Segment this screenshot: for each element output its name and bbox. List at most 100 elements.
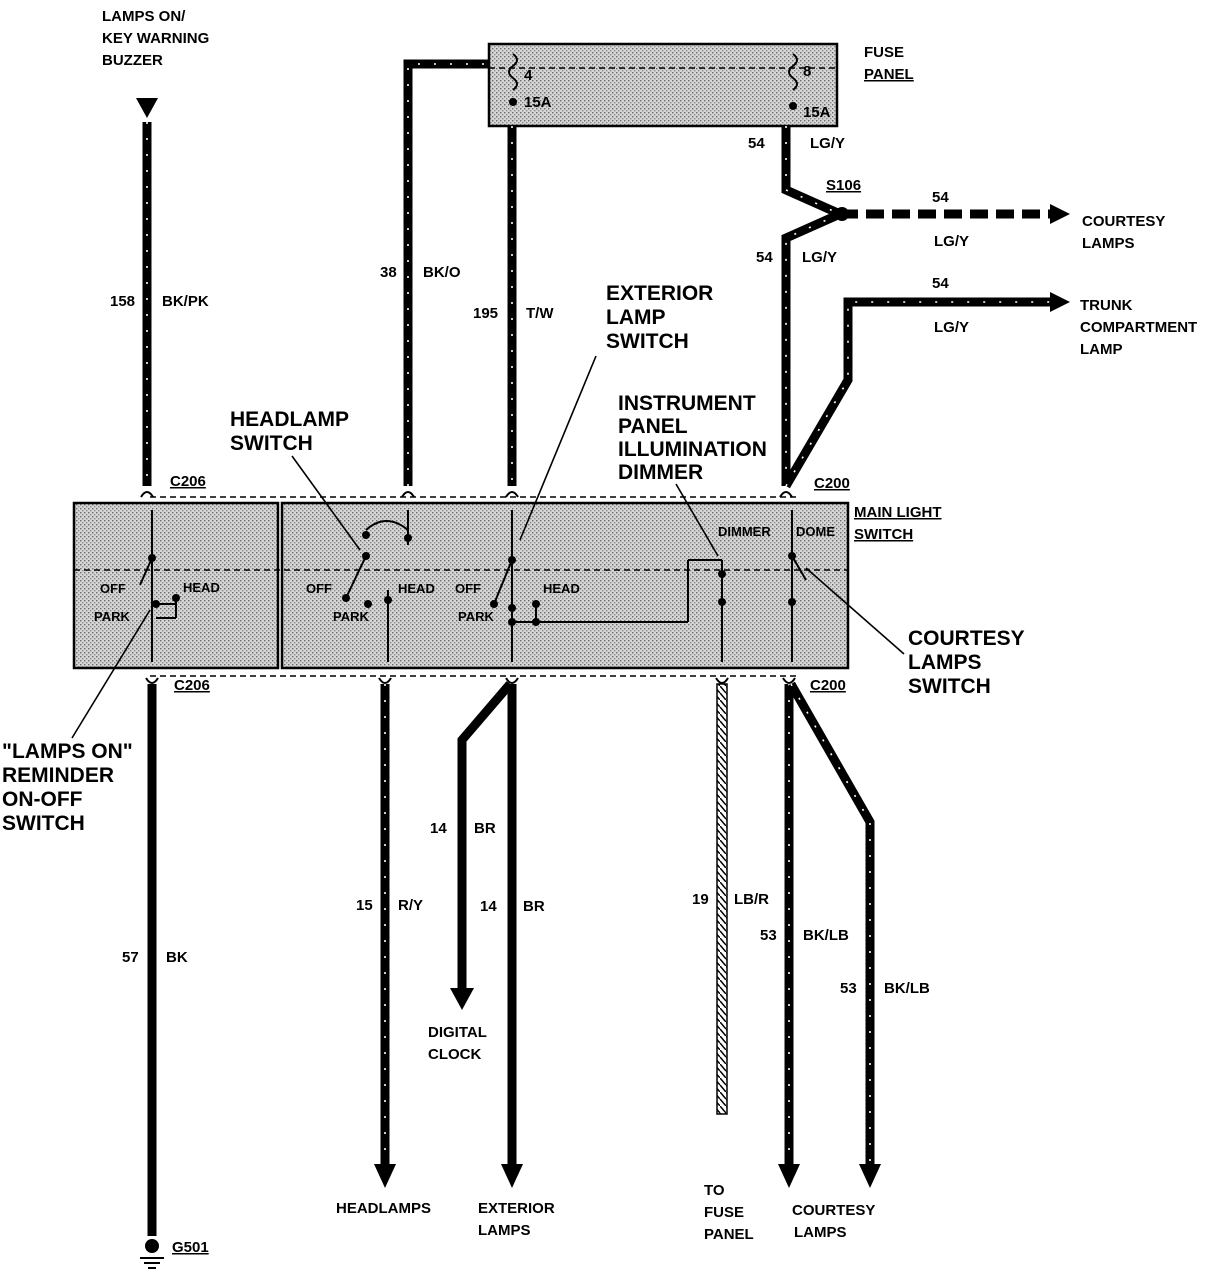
- ip-dimmer-4: DIMMER: [618, 461, 703, 484]
- courtesy-lamps-switch-3: SWITCH: [908, 675, 991, 698]
- wire-195-number: 195: [473, 305, 498, 322]
- to-fuse-panel-3: PANEL: [704, 1226, 754, 1243]
- buzzer-label-1: LAMPS ON/: [102, 8, 186, 25]
- main-light-switch-body: [72, 496, 850, 677]
- wire-15: [374, 684, 396, 1188]
- wire-54-splice-to-c200: [781, 209, 842, 486]
- headlamps-label: HEADLAMPS: [336, 1200, 431, 1217]
- wire-15-number: 15: [356, 897, 373, 914]
- ip-dimmer-2: PANEL: [618, 415, 688, 438]
- wire-54d-color: LG/Y: [934, 319, 969, 336]
- wire-54-courtesy: [840, 204, 1070, 224]
- wire-158-color: BK/PK: [162, 293, 209, 310]
- dimmer-label: DIMMER: [718, 524, 771, 539]
- wire-53a-number: 53: [760, 927, 777, 944]
- exterior-lamp-switch-3: SWITCH: [606, 330, 689, 353]
- sw1-head-label: HEAD: [183, 580, 220, 595]
- splice-s106-dot: [835, 207, 849, 221]
- courtesy-lamps-switch-1: COURTESY: [908, 627, 1025, 650]
- fuse-panel-label-1: FUSE: [864, 44, 904, 61]
- wire-19-number: 19: [692, 891, 709, 908]
- wire-15-color: R/Y: [398, 897, 423, 914]
- lamps-on-reminder-3: ON-OFF: [2, 788, 83, 811]
- wire-14-exterior: [501, 684, 523, 1188]
- sw3-off-label: OFF: [455, 581, 481, 596]
- lamps-on-reminder-2: REMINDER: [2, 764, 114, 787]
- trunk-lamp-1: TRUNK: [1080, 297, 1133, 314]
- digital-clock-2: CLOCK: [428, 1046, 481, 1063]
- wire-54b-number: 54: [932, 189, 949, 206]
- wire-158-number: 158: [110, 293, 135, 310]
- fuse-panel: [487, 42, 839, 128]
- wire-57-color: BK: [166, 949, 188, 966]
- courtesy-lamps-bottom-2: LAMPS: [794, 1224, 847, 1241]
- buzzer-label-2: KEY WARNING: [102, 30, 209, 47]
- ip-dimmer-1: INSTRUMENT: [618, 392, 756, 415]
- exterior-lamps-2: LAMPS: [478, 1222, 531, 1239]
- sw2-head-label: HEAD: [398, 581, 435, 596]
- courtesy-lamps-bottom-1: COURTESY: [792, 1202, 875, 1219]
- c200-top-label: C200: [814, 475, 850, 492]
- wire-19: [716, 683, 728, 1115]
- wire-53b-number: 53: [840, 980, 857, 997]
- c206-bottom-label: C206: [174, 677, 210, 694]
- wire-54b-color: LG/Y: [934, 233, 969, 250]
- splice-label: S106: [826, 177, 861, 194]
- ip-dimmer-3: ILLUMINATION: [618, 438, 767, 461]
- wire-53-a: [778, 684, 800, 1188]
- ground-label: G501: [172, 1239, 209, 1256]
- wire-38-number: 38: [380, 264, 397, 281]
- wire-54d-number: 54: [932, 275, 949, 292]
- fuse-panel-label-2: PANEL: [864, 66, 914, 83]
- fuse-4-symbol: [508, 53, 518, 91]
- connector-arcs: [140, 491, 796, 684]
- digital-clock-1: DIGITAL: [428, 1024, 487, 1041]
- wire-53a-color: BK/LB: [803, 927, 849, 944]
- wire-53-b: [787, 681, 881, 1188]
- fuse-8-number: 8: [803, 63, 811, 80]
- wire-14a-color: BR: [474, 820, 496, 837]
- sw1-off-label: OFF: [100, 581, 126, 596]
- wire-14b-number: 14: [480, 898, 497, 915]
- headlamp-switch-1: HEADLAMP: [230, 408, 349, 431]
- main-light-switch-label-1: MAIN LIGHT: [854, 504, 942, 521]
- sw3-head-label: HEAD: [543, 581, 580, 596]
- wire-38: [403, 59, 489, 486]
- wire-195-color: T/W: [526, 305, 554, 322]
- wire-57-number: 57: [122, 949, 139, 966]
- fuse-8-symbol: [788, 53, 798, 91]
- headlamp-switch-2: SWITCH: [230, 432, 313, 455]
- sw3-park-label: PARK: [458, 609, 494, 624]
- exterior-lamps-1: EXTERIOR: [478, 1200, 555, 1217]
- trunk-lamp-2: COMPARTMENT: [1080, 319, 1197, 336]
- sw1-park-label: PARK: [94, 609, 130, 624]
- wire-14b-color: BR: [523, 898, 545, 915]
- buzzer-label-3: BUZZER: [102, 52, 163, 69]
- wire-14a-number: 14: [430, 820, 447, 837]
- wire-54-fuse-to-splice: [781, 126, 842, 219]
- wire-54c-number: 54: [756, 249, 773, 266]
- exterior-lamp-switch-2: LAMP: [606, 306, 666, 329]
- courtesy-lamps-top-2: LAMPS: [1082, 235, 1135, 252]
- lamps-on-reminder-1: "LAMPS ON": [2, 740, 133, 763]
- wire-14-clock: [450, 681, 514, 1010]
- c206-top-label: C206: [170, 473, 206, 490]
- wire-54c-color: LG/Y: [802, 249, 837, 266]
- ground-symbol: [140, 1239, 164, 1269]
- fuse-4-number: 4: [524, 67, 533, 84]
- fuse-4-amp: 15A: [524, 94, 552, 111]
- fuse-8-amp: 15A: [803, 104, 831, 121]
- sw2-off-label: OFF: [306, 581, 332, 596]
- to-fuse-panel-2: FUSE: [704, 1204, 744, 1221]
- wire-54a-number: 54: [748, 135, 765, 152]
- lamps-on-reminder-4: SWITCH: [2, 812, 85, 835]
- wire-54-trunk: [782, 292, 1070, 489]
- buzzer-arrow: [136, 98, 158, 118]
- wire-54a-color: LG/Y: [810, 135, 845, 152]
- wire-19-color: LB/R: [734, 891, 769, 908]
- courtesy-lamps-switch-2: LAMPS: [908, 651, 982, 674]
- to-fuse-panel-1: TO: [704, 1182, 725, 1199]
- main-light-switch-label-2: SWITCH: [854, 526, 913, 543]
- c200-bottom-label: C200: [810, 677, 846, 694]
